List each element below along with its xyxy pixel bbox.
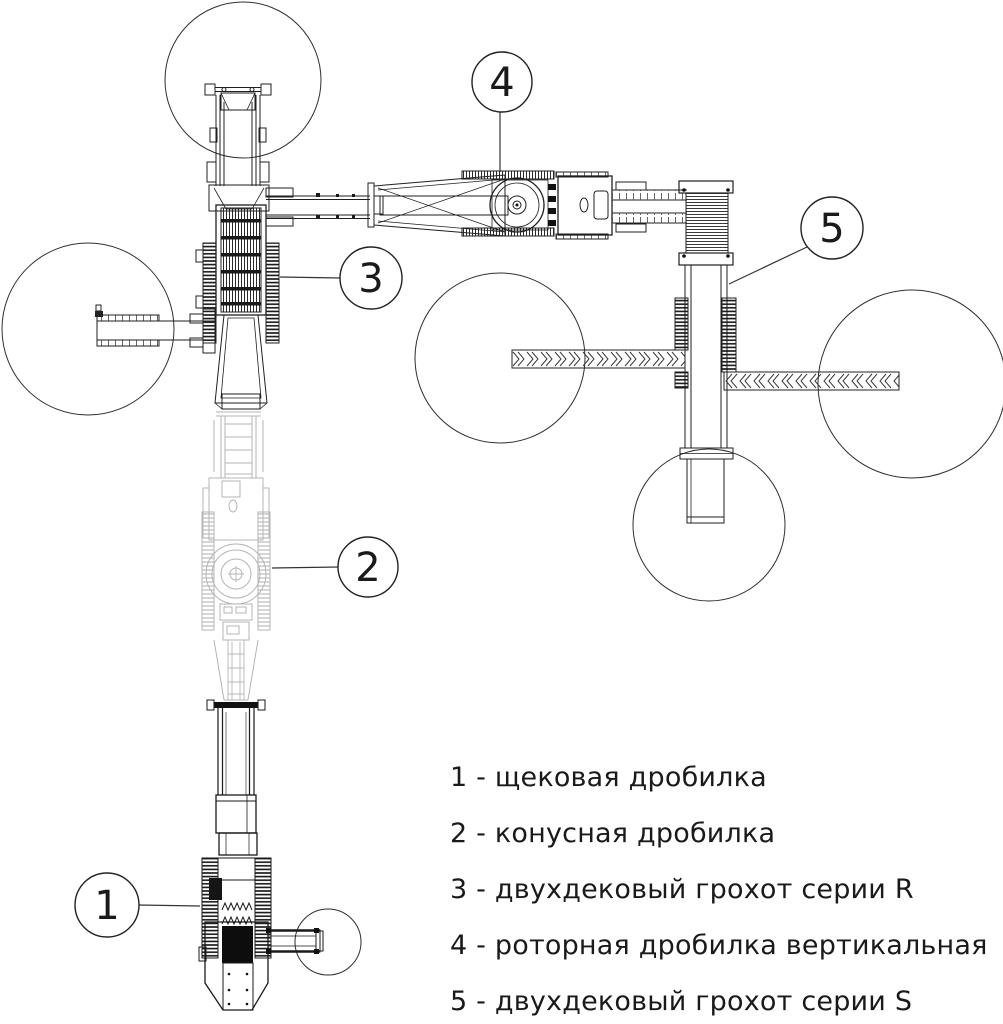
callout-number: 2	[355, 545, 380, 591]
stockpile-circle-bottom-right	[632, 448, 786, 602]
stockpile-circle-jaw	[294, 908, 362, 976]
screen-series-s-drawing	[511, 180, 900, 524]
callout-number: 1	[94, 883, 119, 929]
leader-line	[271, 566, 340, 569]
legend-item-2: 2 - конусная дробилка	[450, 818, 776, 849]
callout-circle	[337, 536, 399, 598]
belt-conveyor-left	[511, 349, 686, 369]
callout-circle	[800, 196, 864, 260]
jaw-crusher-drawing	[198, 699, 324, 1011]
left-discharge-conveyor	[96, 320, 216, 341]
crusher-chamber	[222, 926, 253, 963]
belt-conveyor-right	[723, 371, 900, 391]
callouts: 4 5 3 2 1	[74, 51, 864, 938]
rotor-circle	[489, 177, 545, 233]
callout-4: 4	[471, 51, 533, 172]
callout-number: 5	[819, 206, 844, 252]
rotor-crusher-drawing	[367, 170, 687, 240]
stockpile-circle-left	[1, 242, 175, 416]
screen-s-discharge	[686, 458, 725, 524]
legend-item-1: 1 - щековая дробилка	[450, 762, 767, 793]
screen-series-r-drawing	[95, 83, 370, 410]
jaw-side-conveyor	[267, 929, 321, 953]
callout-circle	[74, 872, 140, 938]
stockpile-circle-top	[164, 1, 322, 159]
leader-line	[279, 276, 342, 279]
callout-2: 2	[271, 536, 399, 598]
leader-line	[137, 904, 201, 907]
callout-circle	[471, 51, 533, 113]
legend-item-3: 3 - двухдековый грохот серии R	[450, 874, 914, 905]
callout-1: 1	[74, 872, 201, 938]
legend-item-4: 4 - роторная дробилка вертикальная	[450, 930, 988, 961]
callout-3: 3	[279, 246, 403, 310]
cone-crusher-drawing	[201, 411, 271, 701]
callout-number: 3	[358, 256, 383, 302]
callout-circle	[339, 246, 403, 310]
legend: 1 - щековая дробилка 2 - конусная дробил…	[450, 763, 988, 1024]
power-unit-box	[557, 175, 613, 236]
leader-line	[728, 246, 808, 285]
callout-5: 5	[728, 196, 864, 285]
legend-item-5: 5 - двухдековый грохот серии S	[450, 986, 913, 1017]
callout-number: 4	[489, 60, 514, 106]
